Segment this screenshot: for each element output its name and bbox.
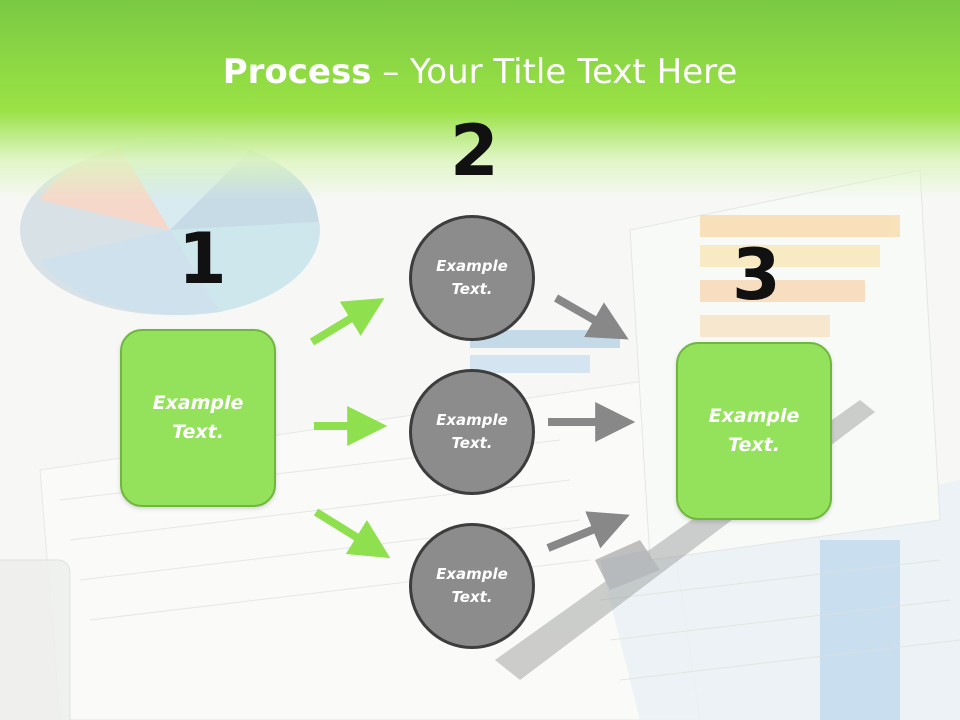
step-circle-middle: Example Text. [409, 369, 535, 495]
step-circle-bottom-text: Example Text. [436, 565, 508, 606]
header-band [0, 0, 960, 200]
page-title: Process – Your Title Text Here [0, 52, 960, 92]
step-box-1-text: Example Text. [152, 392, 244, 443]
title-bold: Process [222, 52, 372, 92]
step-box-1: Example Text. [120, 329, 276, 507]
step-number-1: 1 [178, 218, 227, 300]
step-number-2: 2 [450, 110, 499, 192]
step-circle-middle-text: Example Text. [436, 411, 508, 452]
step-box-3-text: Example Text. [708, 405, 800, 456]
step-circle-bottom: Example Text. [409, 523, 535, 649]
step-circle-top: Example Text. [409, 215, 535, 341]
step-circle-top-text: Example Text. [436, 257, 508, 298]
step-box-3: Example Text. [676, 342, 832, 520]
step-number-3: 3 [732, 234, 781, 316]
title-rest: – Your Title Text Here [371, 52, 738, 92]
